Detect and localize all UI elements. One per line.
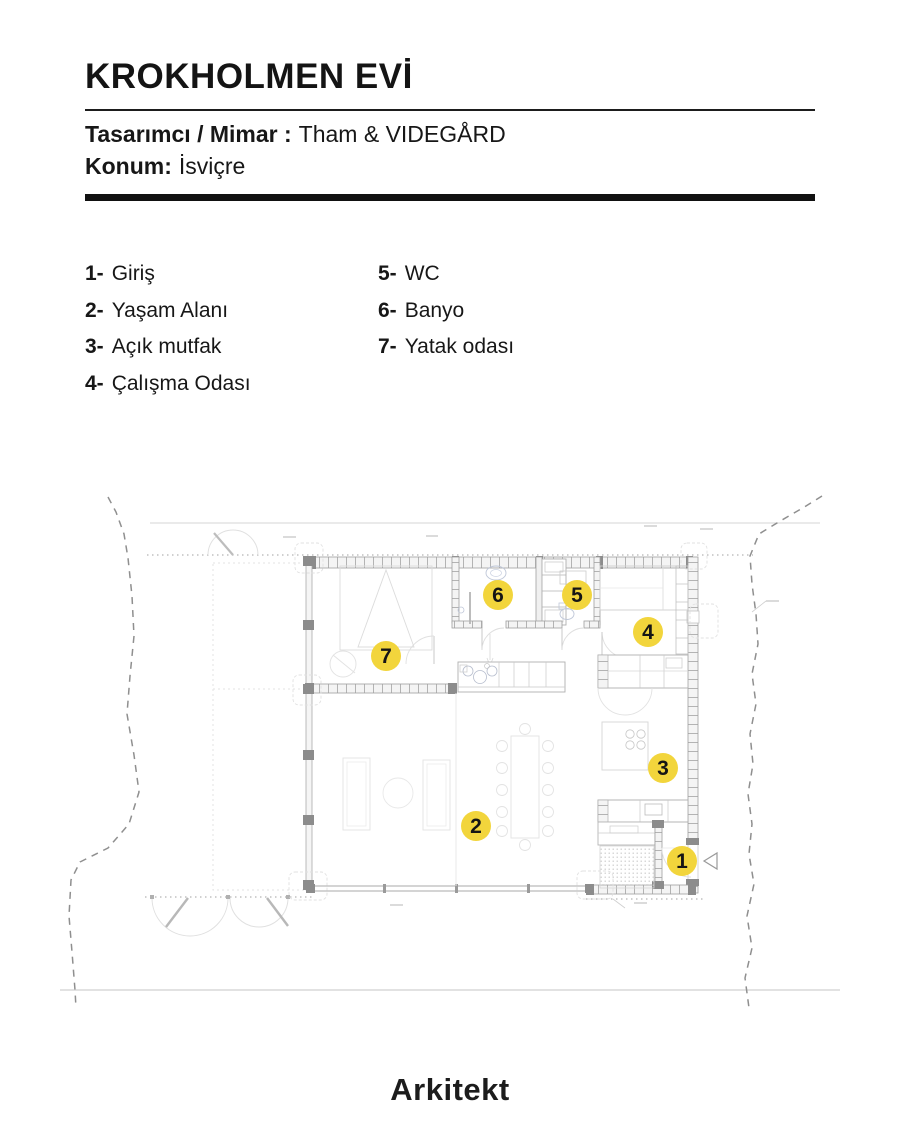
legend-item-3: 3- Açık mutfak — [85, 329, 251, 366]
legend-item-number: 7- — [378, 335, 397, 358]
plan-marker-4: 4 — [633, 617, 663, 647]
legend-item-number: 6- — [378, 298, 397, 322]
divider-thick — [85, 194, 815, 201]
header: KROKHOLMEN EVİ Tasarımcı / Mimar :Tham &… — [85, 58, 815, 201]
legend-item-number: 5- — [378, 262, 397, 285]
legend-item-4: 4- Çalışma Odası — [85, 366, 251, 403]
legend-item-5: 5- WC — [378, 256, 514, 293]
location-value: İsviçre — [178, 153, 246, 179]
page-title: KROKHOLMEN EVİ — [85, 57, 413, 96]
legend-item-number: 3- — [85, 335, 104, 358]
furniture — [329, 565, 692, 889]
location-label: Konum: — [85, 153, 172, 179]
legend-item-label: Yaşam Alanı — [111, 298, 229, 322]
legend-item-number: 4- — [85, 371, 104, 395]
plan-marker-6: 6 — [483, 580, 513, 610]
brand-logo: Arkitekt — [390, 1072, 510, 1107]
exterior-walls — [303, 556, 718, 895]
legend-item-7: 7- Yatak odası — [378, 329, 514, 366]
legend-item-label: Çalışma Odası — [111, 371, 251, 395]
plan-marker-1: 1 — [667, 846, 697, 876]
location-line: Konum:İsviçre — [85, 151, 815, 181]
legend-column-1: 1- Giriş 2- Yaşam Alanı 3- Açık mutfak 4- Çalış… — [85, 256, 251, 402]
legend-item-label: Yatak odası — [404, 335, 515, 358]
designer-line: Tasarımcı / Mimar :Tham & VIDEGÅRD — [85, 119, 815, 149]
legend-item-label: Açık mutfak — [111, 335, 222, 358]
legend-column-2: 5- WC 6- Banyo 7- Yatak odası — [378, 256, 514, 366]
designer-value: Tham & VIDEGÅRD — [298, 121, 506, 147]
divider-thin — [85, 109, 815, 111]
plan-marker-5: 5 — [562, 580, 592, 610]
plan-marker-2: 2 — [461, 811, 491, 841]
site-boundary — [60, 495, 840, 1009]
legend-item-1: 1- Giriş — [85, 256, 251, 293]
legend-item-label: WC — [404, 262, 440, 285]
plan-marker-3: 3 — [648, 753, 678, 783]
legend-item-number: 2- — [85, 298, 104, 322]
designer-label: Tasarımcı / Mimar : — [85, 121, 292, 147]
deck-outline — [212, 562, 311, 891]
legend-item-label: Giriş — [111, 262, 155, 285]
legend-item-2: 2- Yaşam Alanı — [85, 293, 251, 330]
legend-item-label: Banyo — [404, 298, 465, 322]
annotation-marks — [283, 525, 779, 909]
legend-item-6: 6- Banyo — [378, 293, 514, 330]
plan-marker-7: 7 — [371, 641, 401, 671]
legend-item-number: 1- — [85, 262, 104, 285]
